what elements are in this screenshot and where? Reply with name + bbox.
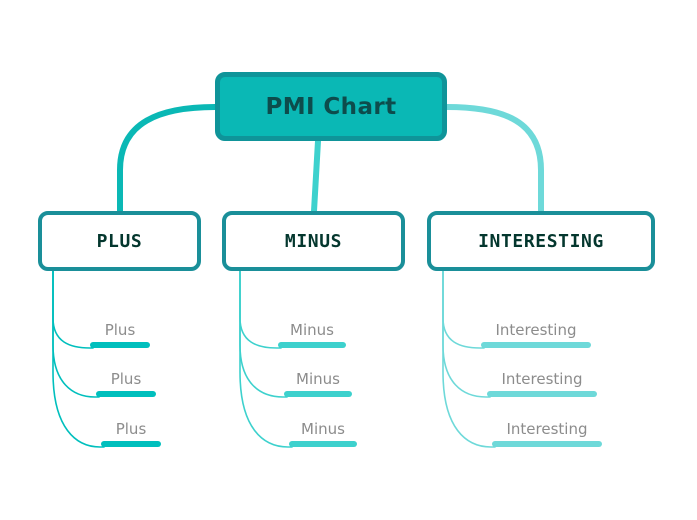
leaf-node[interactable]: Plus	[96, 363, 156, 397]
leaf-node-label: Minus	[301, 420, 345, 438]
connector-interesting-leaf-3	[442, 270, 496, 448]
leaf-node-label: Plus	[115, 420, 147, 438]
leaf-underline	[481, 342, 591, 348]
connector-plus-leaf-1	[52, 270, 94, 349]
branch-node-label: MINUS	[284, 230, 343, 252]
leaf-node-label: Minus	[296, 370, 340, 388]
leaf-underline	[90, 342, 150, 348]
leaf-node-label: Minus	[290, 321, 334, 339]
branch-node-label: PLUS	[96, 230, 143, 252]
leaf-underline	[492, 441, 602, 447]
leaf-underline	[487, 391, 597, 397]
leaf-underline	[101, 441, 161, 447]
connector-interesting-leaf-1	[442, 270, 485, 349]
branch-node-label: INTERESTING	[478, 230, 604, 252]
leaf-node-label: Plus	[110, 370, 142, 388]
leaf-node-label: Interesting	[506, 420, 588, 438]
leaf-node-label: Plus	[104, 321, 136, 339]
leaf-underline	[289, 441, 357, 447]
branch-node-plus[interactable]: PLUS	[38, 211, 201, 271]
leaf-node-label: Interesting	[495, 321, 577, 339]
connector-plus-leaf-3	[52, 270, 105, 448]
root-node[interactable]: PMI Chart	[215, 72, 447, 141]
leaf-underline	[284, 391, 352, 397]
branch-node-minus[interactable]: MINUS	[222, 211, 405, 271]
connector-minus-leaf-3	[239, 270, 293, 448]
leaf-node[interactable]: Minus	[289, 413, 357, 447]
connector-root-to-interesting	[444, 104, 544, 214]
leaf-node[interactable]: Interesting	[492, 413, 602, 447]
connector-root-to-minus	[311, 138, 321, 214]
leaf-node-label: Interesting	[501, 370, 583, 388]
leaf-node[interactable]: Interesting	[481, 314, 591, 348]
leaf-node[interactable]: Plus	[101, 413, 161, 447]
leaf-node[interactable]: Minus	[284, 363, 352, 397]
connector-minus-leaf-1	[239, 270, 282, 349]
leaf-node[interactable]: Minus	[278, 314, 346, 348]
connector-root-to-plus	[117, 104, 218, 214]
leaf-underline	[96, 391, 156, 397]
branch-node-interesting[interactable]: INTERESTING	[427, 211, 655, 271]
root-node-label: PMI Chart	[265, 93, 397, 120]
leaf-node[interactable]: Plus	[90, 314, 150, 348]
leaf-underline	[278, 342, 346, 348]
leaf-node[interactable]: Interesting	[487, 363, 597, 397]
